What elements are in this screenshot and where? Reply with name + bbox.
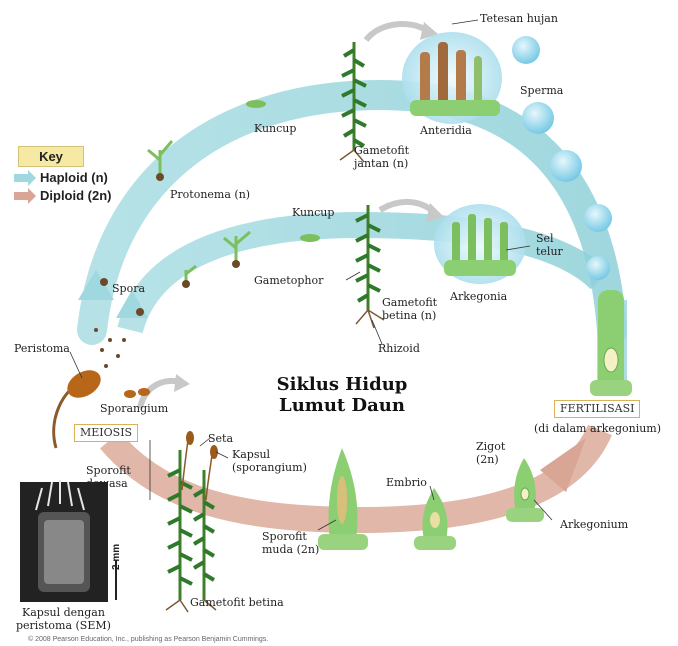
label-di-dalam-arkegonium: (di dalam arkegonium) xyxy=(534,422,661,435)
label-sporofit-dewasa: Sporofit dewasa xyxy=(86,464,131,490)
meiosis-box: MEIOSIS xyxy=(74,424,138,442)
label-kuncup-top: Kuncup xyxy=(254,122,296,135)
label-protonema: Protonema (n) xyxy=(170,188,250,201)
label-tetesan-hujan: Tetesan hujan xyxy=(480,12,558,25)
bud-mid xyxy=(300,234,320,242)
sporangium-small-2 xyxy=(138,388,150,396)
key-diploid: Diploid (2n) xyxy=(40,188,112,203)
grey-arrow-top xyxy=(366,24,426,40)
label-gametofit-betina-n: Gametofit betina (n) xyxy=(382,296,437,322)
label-embrio: Embrio xyxy=(386,476,427,489)
label-arkegonia: Arkegonia xyxy=(450,290,507,303)
label-peristoma: Peristoma xyxy=(14,342,70,355)
label-zigot: Zigot (2n) xyxy=(476,440,505,466)
label-sperma: Sperma xyxy=(520,84,563,97)
label-gametofit-betina: Gametofit betina xyxy=(190,596,284,609)
raindrop-1 xyxy=(512,36,540,64)
raindrop-4 xyxy=(584,204,612,232)
label-kuncup-mid: Kuncup xyxy=(292,206,334,219)
haploid-key-arrow xyxy=(14,170,36,186)
bud-top xyxy=(246,100,266,108)
copyright-notice: © 2008 Pearson Education, Inc., publishi… xyxy=(28,636,268,643)
sporangium-small-1 xyxy=(124,390,136,398)
raindrop-2 xyxy=(522,102,554,134)
diploid-key-arrow xyxy=(14,188,36,204)
label-gametophor: Gametophor xyxy=(254,274,323,287)
label-spora: Spora xyxy=(112,282,145,295)
label-gametofit-jantan: Gametofit jantan (n) xyxy=(354,144,409,170)
label-anteridia: Anteridia xyxy=(420,124,472,137)
label-kapsul: Kapsul (sporangium) xyxy=(232,448,307,474)
young-sporophyte xyxy=(318,448,368,550)
fertilisasi-box: FERTILISASI xyxy=(554,400,640,418)
fertilization-archegonium xyxy=(598,290,624,390)
key-heading: Key xyxy=(18,146,84,167)
grey-arrow-mid xyxy=(380,202,434,212)
diagram-title: Siklus Hidup Lumut Daun xyxy=(262,374,422,416)
key-haploid: Haploid (n) xyxy=(40,170,108,185)
raindrop-3 xyxy=(550,150,582,182)
label-sel-telur: Sel telur xyxy=(536,232,563,258)
mature-sporophyte-plant xyxy=(166,431,218,612)
label-rhizoid: Rhizoid xyxy=(378,342,420,355)
label-seta: Seta xyxy=(208,432,233,445)
label-arkegonium: Arkegonium xyxy=(560,518,628,531)
raindrop-5 xyxy=(586,256,610,280)
label-sporofit-muda: Sporofit muda (2n) xyxy=(262,530,319,556)
label-kapsul-sem: Kapsul dengan peristoma (SEM) xyxy=(16,606,111,632)
label-sporangium: Sporangium xyxy=(100,402,168,415)
label-scale: 2 mm xyxy=(110,544,123,570)
key-arrows xyxy=(14,170,38,204)
